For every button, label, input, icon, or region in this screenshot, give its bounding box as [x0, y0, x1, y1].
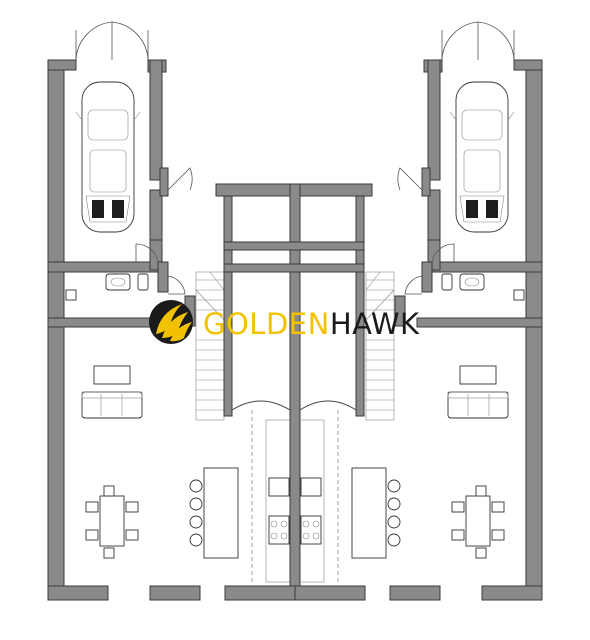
brand-part-hawk: HAWK	[329, 307, 420, 341]
stool	[189, 515, 203, 529]
kitchen-island	[203, 467, 239, 559]
brand-wordmark: GOLDENHAWK	[203, 306, 420, 342]
brand-part-golden: GOLDEN	[203, 307, 330, 341]
stool	[189, 497, 203, 511]
wall	[47, 59, 65, 601]
hawk-wing-emblem-icon	[149, 300, 193, 344]
right-unit	[294, 21, 543, 601]
door-swing	[167, 275, 186, 295]
left-unit	[47, 21, 296, 601]
wall	[149, 189, 163, 241]
wall	[223, 241, 365, 251]
wall	[149, 585, 201, 601]
wall	[47, 585, 109, 601]
stool	[189, 479, 203, 493]
sofa	[81, 391, 143, 419]
stool	[189, 533, 203, 547]
door-swing	[167, 167, 193, 191]
dining-table	[85, 485, 139, 559]
garage-door-swing	[111, 21, 149, 61]
door-swing	[135, 243, 159, 263]
tv-unit	[93, 365, 131, 385]
wall	[223, 195, 233, 417]
wall	[47, 59, 77, 71]
wall	[157, 261, 169, 293]
car	[75, 81, 141, 233]
wall	[159, 167, 169, 197]
wall	[223, 263, 365, 273]
wall	[224, 585, 296, 601]
garage-door-swing	[75, 21, 113, 61]
sink	[268, 477, 290, 497]
staircase	[195, 271, 225, 421]
centre-core	[215, 183, 373, 587]
hob	[268, 515, 290, 545]
toilet	[137, 273, 149, 291]
wall	[355, 195, 365, 417]
basin	[105, 273, 131, 291]
